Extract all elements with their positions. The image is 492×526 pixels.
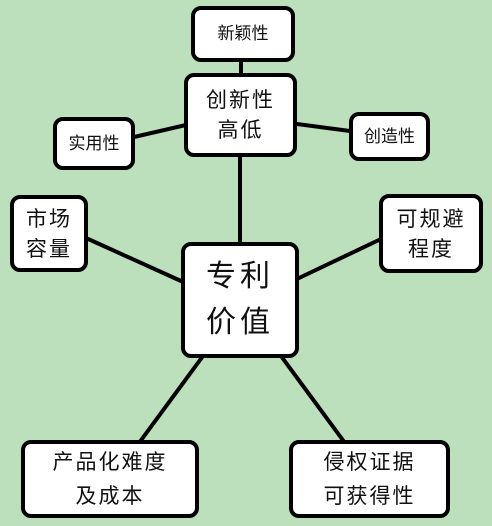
node-innovation-level-line-1: 创新性 — [206, 88, 275, 112]
node-market-capacity: 市场 容量 — [10, 195, 88, 272]
node-creativity-label: 创造性 — [364, 126, 415, 147]
node-market-capacity-line-1: 市场 — [26, 206, 72, 231]
link-center-commercialization — [137, 354, 205, 445]
link-center-avoidability — [297, 237, 383, 280]
central-node-line-1: 专利 — [206, 259, 274, 294]
node-creativity: 创造性 — [349, 112, 430, 161]
link-innovation-creativity — [295, 122, 352, 133]
central-node-line-2: 价值 — [206, 305, 274, 340]
link-center-market — [84, 236, 183, 283]
node-infringement-evidence-line-1: 侵权证据 — [323, 450, 416, 474]
node-avoidability-line-2: 程度 — [408, 236, 454, 261]
node-infringement-evidence: 侵权证据 可获得性 — [289, 440, 450, 518]
link-innovation-practicality — [132, 123, 188, 139]
node-avoidability: 可规避 程度 — [379, 194, 483, 273]
node-practicality: 实用性 — [53, 117, 135, 170]
node-commercialization: 产品化难度 及成本 — [21, 440, 199, 518]
node-practicality-label: 实用性 — [68, 133, 120, 154]
node-novelty-label: 新颖性 — [217, 24, 269, 44]
node-innovation-level-line-2: 高低 — [217, 118, 264, 142]
node-novelty: 新颖性 — [191, 6, 295, 62]
node-market-capacity-line-2: 容量 — [26, 236, 72, 261]
node-innovation-level: 创新性 高低 — [184, 73, 297, 157]
link-center-infringement — [279, 354, 347, 445]
node-avoidability-line-1: 可规避 — [396, 206, 466, 231]
node-commercialization-line-2: 及成本 — [75, 484, 145, 508]
central-node-patent-value: 专利 价值 — [181, 242, 299, 358]
node-commercialization-line-1: 产品化难度 — [52, 450, 168, 474]
node-infringement-evidence-line-2: 可获得性 — [323, 484, 416, 508]
